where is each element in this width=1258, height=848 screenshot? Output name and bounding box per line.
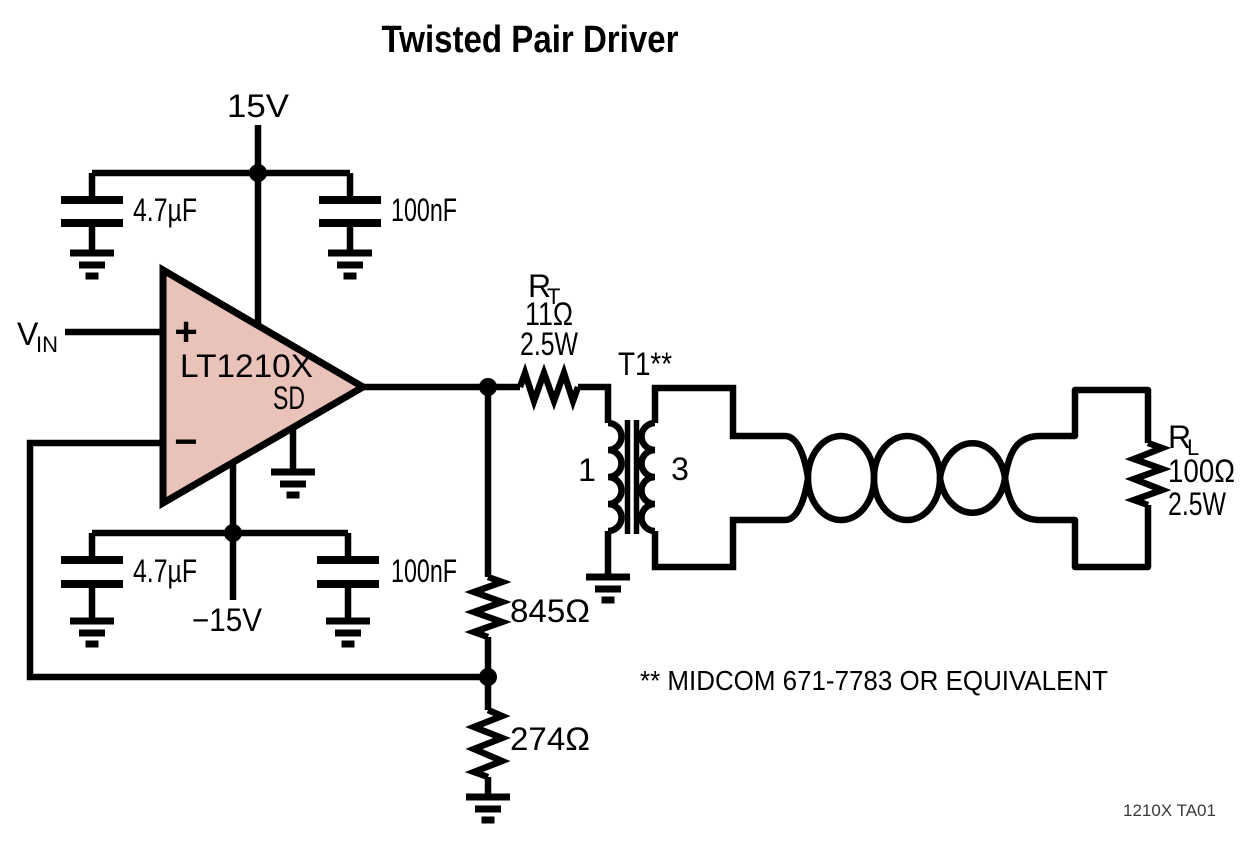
- ground-icon: [271, 468, 315, 499]
- opamp: + − LT1210X SD: [159, 263, 370, 510]
- transformer-t1: T1** 1 3: [578, 346, 689, 604]
- twisted-pair-wire-b: [784, 432, 1152, 571]
- feedback-loop-wire: [26, 439, 488, 681]
- input-section: V IN: [17, 316, 163, 357]
- vin-subscript: IN: [36, 332, 58, 357]
- capacitor-icon: [319, 196, 381, 227]
- capacitor-icon: [61, 196, 123, 227]
- primary-coil-icon: [607, 419, 625, 535]
- primary-top-lead-wire: [578, 383, 612, 423]
- transformer-name-label: T1**: [618, 346, 672, 382]
- inverting-input-sign: −: [174, 420, 197, 464]
- ground-icon: [70, 249, 114, 280]
- secondary-turns-label: 3: [671, 451, 689, 487]
- capacitor-c3-label: 4.7µF: [133, 553, 197, 589]
- ground-icon: [586, 573, 630, 604]
- vminus-label: −15V: [192, 602, 263, 638]
- opamp-triangle: [159, 263, 370, 510]
- capacitor-icon: [317, 556, 379, 588]
- rf-value-label: 845Ω: [510, 593, 590, 629]
- secondary-bottom-wire: [651, 516, 785, 571]
- rl-power-label: 2.5W: [1168, 486, 1227, 522]
- ground-icon: [326, 617, 370, 648]
- capacitor-c2-label: 100nF: [391, 192, 457, 228]
- figure-id: 1210X TA01: [1123, 801, 1216, 820]
- transformer-core-icon: [624, 420, 640, 534]
- negative-supply-section: −15V 4.7µF 100nF: [61, 462, 457, 648]
- rt-value-label: 11Ω: [525, 296, 573, 332]
- positive-supply-section: 15V 4.7µF 100nF: [61, 88, 457, 326]
- ground-icon: [70, 617, 114, 648]
- vin-label: V IN: [17, 316, 58, 357]
- rl-name-label: R L: [1168, 419, 1199, 460]
- output-termination: R T 11Ω 2.5W: [363, 268, 582, 412]
- secondary-top-wire: [651, 384, 785, 440]
- vin-base: V: [17, 316, 39, 352]
- capacitor-c3: 4.7µF: [61, 533, 197, 648]
- feedback-network: 845Ω 274Ω: [26, 387, 590, 824]
- vplus-label: 15V: [227, 88, 290, 124]
- rl-value-label: 100Ω: [1168, 453, 1235, 489]
- junction-dot: [249, 164, 267, 182]
- resistor-rl-symbol: [1124, 439, 1172, 509]
- rl-base: R: [1168, 419, 1191, 455]
- opamp-part-label: LT1210X: [180, 348, 313, 384]
- rt-name-label: R T: [528, 268, 560, 309]
- capacitor-c2: 100nF: [319, 173, 457, 280]
- twisted-pair-wire-a: [784, 386, 1152, 524]
- page-title: Twisted Pair Driver: [382, 19, 679, 61]
- capacitor-c1: 4.7µF: [61, 173, 197, 280]
- rl-subscript: L: [1187, 435, 1199, 460]
- rt-base: R: [528, 268, 551, 304]
- resistor-rg-symbol: [464, 707, 511, 781]
- rt-subscript: T: [547, 284, 560, 309]
- ground-icon: [328, 249, 372, 280]
- resistor-rt-symbol: [516, 362, 582, 412]
- junction-dot: [224, 524, 242, 542]
- capacitor-c1-label: 4.7µF: [133, 192, 197, 228]
- secondary-coil-icon: [638, 419, 656, 535]
- capacitor-c4-label: 100nF: [391, 553, 457, 589]
- twisted-pair: [651, 384, 1152, 571]
- rt-power-label: 2.5W: [520, 326, 579, 362]
- ground-icon: [466, 793, 510, 824]
- transformer-note: ** MIDCOM 671-7783 OR EQUIVALENT: [640, 665, 1108, 696]
- primary-turns-label: 1: [578, 452, 596, 488]
- capacitor-c4: 100nF: [317, 533, 457, 648]
- capacitor-icon: [61, 556, 123, 588]
- noninverting-input-sign: +: [174, 310, 197, 354]
- opamp-shutdown-label: SD: [273, 380, 305, 416]
- rg-value-label: 274Ω: [510, 721, 590, 757]
- resistor-rf-symbol: [464, 573, 512, 641]
- load-section: R L 100Ω 2.5W: [1124, 419, 1235, 522]
